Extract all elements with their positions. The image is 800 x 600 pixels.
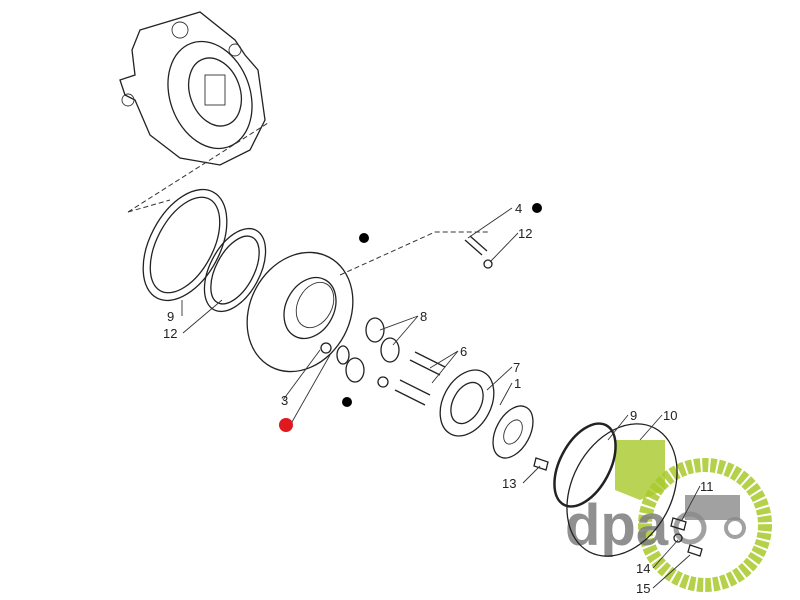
- pins-6: [394, 351, 446, 406]
- highlight-dot[interactable]: [279, 418, 293, 432]
- callout-14[interactable]: 14: [636, 561, 650, 576]
- pin-4: [464, 235, 488, 256]
- callout-12[interactable]: 12: [163, 326, 177, 341]
- callout-13[interactable]: 13: [502, 476, 516, 491]
- hub-10: [566, 423, 678, 557]
- callout-9[interactable]: 9: [167, 309, 174, 324]
- planet-carrier: [246, 251, 354, 373]
- callout-15[interactable]: 15: [636, 581, 650, 596]
- callout-12[interactable]: 12: [518, 226, 532, 241]
- plate-1: [492, 405, 534, 459]
- callout-7[interactable]: 7: [513, 360, 520, 375]
- marker-dot: [342, 397, 352, 407]
- marker-dot: [532, 203, 542, 213]
- callout-10[interactable]: 10: [663, 408, 677, 423]
- callout-1[interactable]: 1: [514, 376, 521, 391]
- ring-7: [439, 369, 495, 437]
- callout-3[interactable]: 3: [281, 393, 288, 408]
- callout-8[interactable]: 8: [420, 309, 427, 324]
- callout-11[interactable]: 11: [700, 479, 714, 494]
- dpa-logo-watermark: dpa: [565, 440, 772, 592]
- o-ring-9: [553, 422, 617, 508]
- callout-4[interactable]: 4: [515, 201, 522, 216]
- callout-6[interactable]: 6: [460, 344, 467, 359]
- ring-9: [142, 188, 228, 302]
- svg-text:dpa: dpa: [565, 493, 669, 558]
- marker-dot: [359, 233, 369, 243]
- seal-12: [203, 227, 267, 313]
- planet-gears: [336, 317, 400, 383]
- washer-3: [320, 342, 332, 354]
- bolt-13: [533, 457, 549, 471]
- callout-9[interactable]: 9: [630, 408, 637, 423]
- final-drive-housing: [119, 11, 266, 166]
